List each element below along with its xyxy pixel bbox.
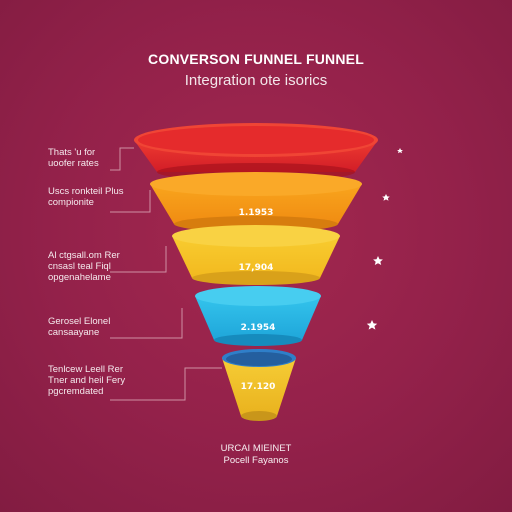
stage-4-value: 2.1954	[241, 323, 276, 333]
stage-2-label-line-2: compionite	[48, 197, 94, 208]
stage-5-label: Tenlcew Leell Rer Tner and heil Fery pgc…	[48, 364, 168, 397]
funnel-stage-3: 17,904	[172, 225, 340, 285]
connector-stage-5	[110, 367, 222, 401]
stage-5-label-line-1: Tenlcew Leell Rer	[48, 364, 123, 375]
stage-5-label-line-3: pgcremdated	[48, 386, 104, 397]
star-decoration-2	[382, 194, 390, 201]
funnel-stage-2: 1.1953	[150, 172, 362, 232]
stage-1-label-line-1: Thats 'u for	[48, 147, 96, 158]
connector-stage-2	[110, 190, 151, 213]
stage-4-label-line-1: Gerosel Elonel	[48, 316, 111, 327]
connector-stage-4	[110, 308, 183, 339]
connector-stage-3	[110, 246, 167, 273]
funnel-footer: URCAI MIEINET Pocell Fayanos	[0, 443, 512, 467]
stage-2-value: 1.1953	[239, 208, 274, 218]
funnel-subtitle: Integration ote isorics	[184, 72, 328, 89]
star-decoration-4	[366, 320, 378, 330]
stage-5-value: 17.120	[241, 382, 276, 392]
footer-line-1: URCAI MIEINET	[220, 443, 292, 454]
stage-3-value: 17,904	[239, 263, 274, 273]
funnel-stage-1	[134, 123, 378, 181]
star-decoration-3	[373, 256, 383, 265]
star-decoration-1	[397, 148, 403, 154]
stage-2-label-line-1: Uscs ronkteil Plus	[48, 186, 124, 197]
funnel-title: CONVERSON FUNNEL FUNNEL	[148, 51, 364, 67]
stage-4-label: Gerosel Elonel cansaayane	[48, 316, 168, 338]
funnel-stage-4: 2.1954	[195, 286, 321, 346]
stage-3-label-line-2: cnsasl teal Fiql	[48, 261, 111, 272]
stage-1-label-line-2: uoofer rates	[48, 158, 99, 169]
funnel-stage-5: 17.120	[222, 349, 296, 421]
stage-3-label-line-3: opgenahelame	[48, 272, 111, 283]
stage-3-label: Al ctgsall.om Rer cnsasl teal Fiql opgen…	[48, 250, 168, 283]
stage-2-label: Uscs ronkteil Plus compionite	[48, 186, 168, 208]
stage-4-label-line-2: cansaayane	[48, 327, 100, 338]
label-connectors	[110, 147, 222, 401]
stage-5-label-line-2: Tner and heil Fery	[48, 375, 126, 386]
footer-line-2: Pocell Fayanos	[223, 455, 289, 466]
stage-1-label: Thats 'u for uoofer rates	[48, 147, 168, 169]
stage-3-label-line-1: Al ctgsall.om Rer	[48, 250, 120, 261]
connector-stage-1	[110, 147, 134, 171]
